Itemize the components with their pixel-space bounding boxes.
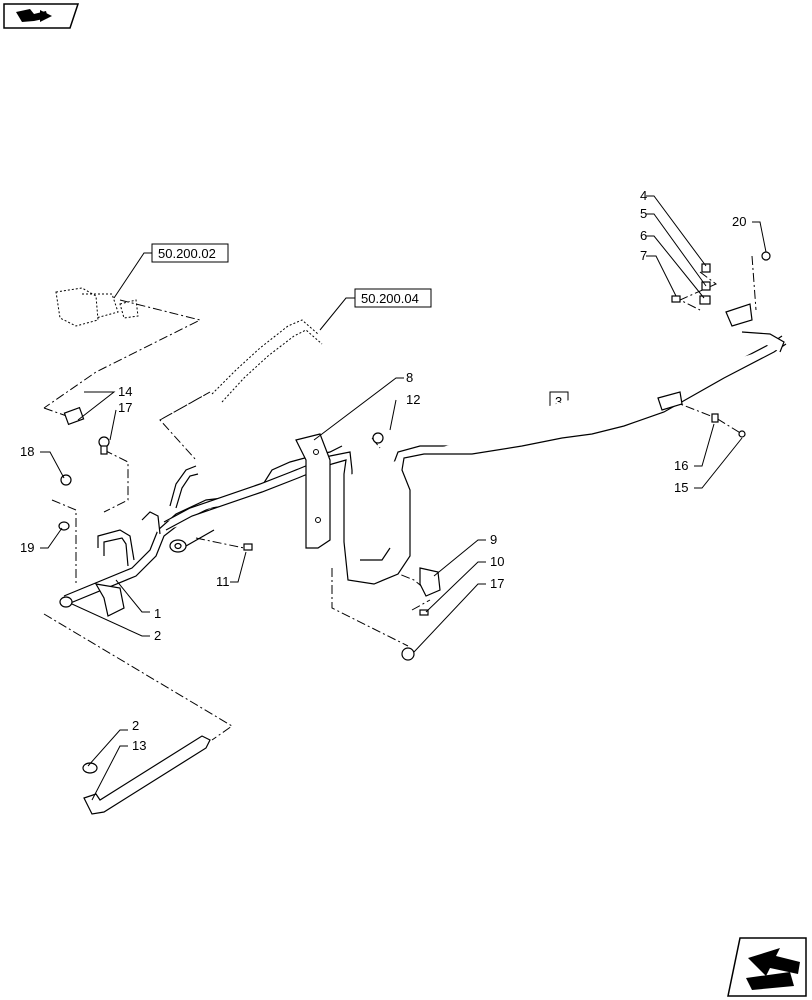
book-arrow-icon[interactable] [3,3,80,29]
leader-line [752,221,767,253]
callout-20: 20 [732,214,746,229]
callout-18: 18 [20,444,34,459]
leader-line [71,603,150,637]
callout-17: 17 [118,400,132,415]
callout-12: 12 [406,392,420,407]
reference-box-50-200-02[interactable]: 50.200.02 [151,243,229,263]
leader-line [413,583,486,653]
bolt-11 [243,543,253,551]
leader-line [91,745,128,801]
bolt-15-16 [711,413,746,438]
bolt-12 [372,432,384,444]
bracket-plate-right [657,303,753,411]
callout-9: 9 [490,532,497,547]
callout-17: 17 [490,576,504,591]
leader-line [40,527,63,549]
leader-line [87,729,128,767]
reference-box-50-200-04[interactable]: 50.200.04 [354,288,432,308]
reference-label: 50.200.04 [361,291,419,306]
dash-line [411,599,431,611]
leader-line [694,437,743,489]
callout-11: 11 [216,574,230,589]
dash-line [195,537,245,549]
clip-9 [419,567,441,597]
ghost-pipe-50-200-04 [211,319,323,403]
bolt-20 [761,251,771,261]
leader-line [646,195,707,267]
leader-line [40,451,65,479]
dash-line [51,499,77,586]
leader-line [77,391,116,421]
callout-19: 19 [20,540,34,555]
screw-10 [419,609,429,616]
leader-line [694,423,715,467]
callout-13: 13 [132,738,146,753]
callout-2: 2 [132,718,139,733]
callout-1: 1 [154,606,161,621]
dash-line [103,449,129,513]
callout-15: 15 [674,480,688,495]
bolt-17-left [98,436,110,455]
forward-arrow-icon[interactable] [727,937,807,997]
callout-8: 8 [406,370,413,385]
callout-5: 5 [640,206,647,221]
leader-line [646,255,677,297]
leader-line [113,252,152,299]
callout-6: 6 [640,228,647,243]
leader-line [230,551,247,583]
callout-7: 7 [640,248,647,263]
dash-line [669,399,743,435]
callout-14: 14 [118,384,132,399]
reference-label: 50.200.02 [158,246,216,261]
leader-line [313,377,404,441]
pipe-13 [82,735,211,815]
dash-line [43,613,233,741]
callout-16: 16 [674,458,688,473]
bolt-17-right [401,647,415,661]
ghost-bracket-50-200-02 [55,287,139,327]
bracket-8 [295,433,331,549]
dash-line [331,568,409,647]
leader-line [646,213,707,287]
dash-line [159,391,211,461]
dash-line [678,271,717,311]
dash-line [751,255,757,311]
leader-line [646,235,705,299]
callout-10: 10 [490,554,504,569]
dash-line [43,299,202,409]
leader-line [425,561,486,613]
clamp-2-top [59,596,73,608]
leader-line [319,297,355,331]
svg-text:3: 3 [555,394,562,409]
leader-line [115,579,150,613]
leader-line [433,539,486,577]
washer-19 [58,521,70,531]
callout-2: 2 [154,628,161,643]
leader-line [389,399,397,431]
fitting-18 [60,474,72,486]
clamp-14 [63,406,85,426]
callout-4: 4 [640,188,647,203]
bracket-1 [94,583,125,617]
leader-line [109,409,117,441]
